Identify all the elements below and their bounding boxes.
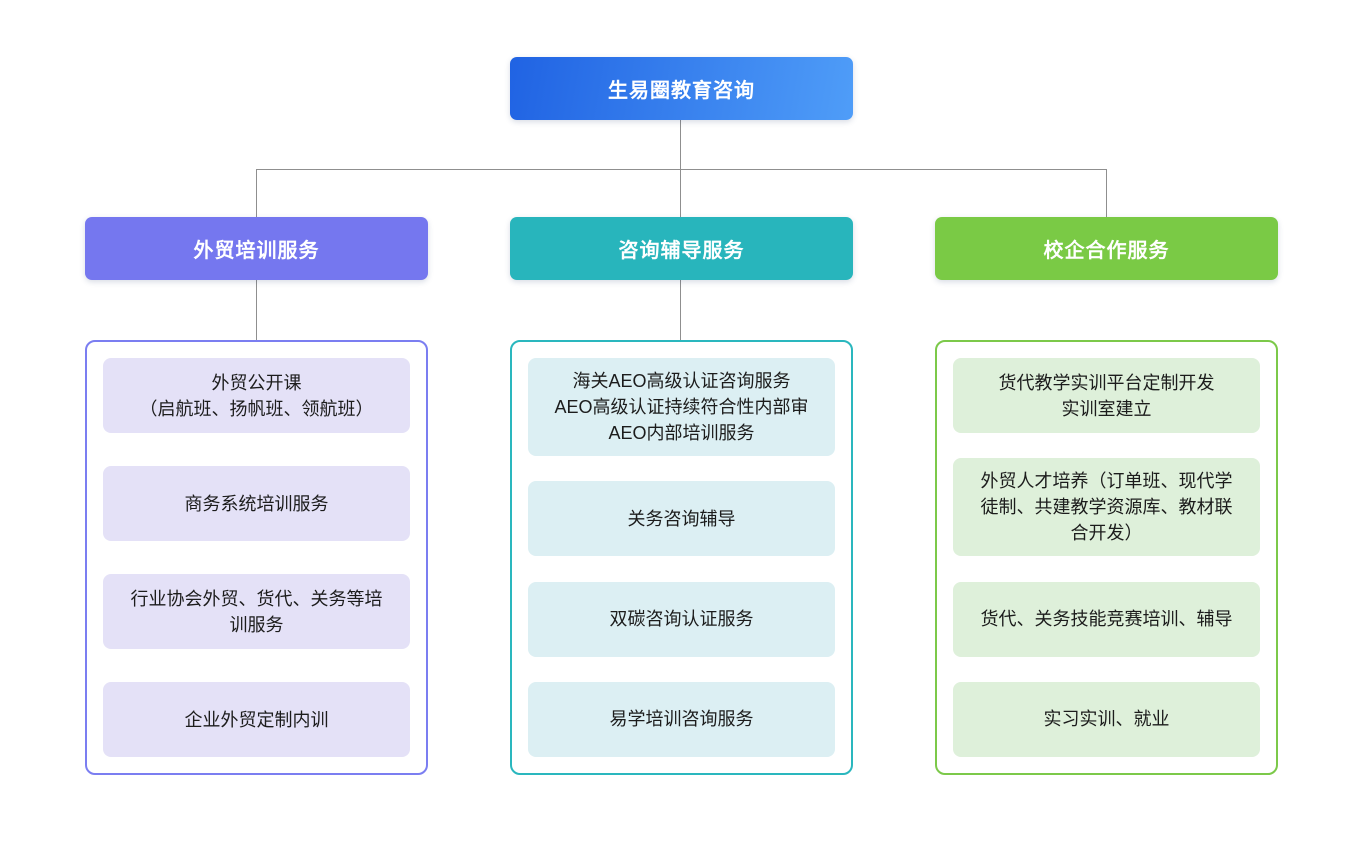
branch-header-consulting: 咨询辅导服务 xyxy=(510,217,853,280)
service-item: 企业外贸定制内训 xyxy=(103,682,410,757)
branch-header-label: 外贸培训服务 xyxy=(193,240,320,262)
connector-branch2-middle-line xyxy=(680,280,681,340)
service-item: 实习实训、就业 xyxy=(953,681,1260,757)
branch-header-label: 咨询辅导服务 xyxy=(618,240,745,262)
branch-header-trade-training: 外贸培训服务 xyxy=(85,217,428,280)
connector-branch2-top-line xyxy=(680,169,681,217)
branch-container-school-enterprise: 货代教学实训平台定制开发 实训室建立 外贸人才培养（订单班、现代学徒制、共建教学… xyxy=(935,340,1278,775)
connector-branch3-top-line xyxy=(1106,169,1107,217)
service-item: 双碳咨询认证服务 xyxy=(528,581,835,657)
service-item: 易学培训咨询服务 xyxy=(528,681,835,757)
connector-root-line xyxy=(680,120,681,169)
root-node: 生易圈教育咨询 xyxy=(510,57,853,120)
branch-header-label: 校企合作服务 xyxy=(1043,240,1170,262)
branch-header-school-enterprise: 校企合作服务 xyxy=(935,217,1278,280)
service-item: 关务咨询辅导 xyxy=(528,481,835,557)
service-item: 外贸人才培养（订单班、现代学徒制、共建教学资源库、教材联合开发） xyxy=(953,458,1260,557)
connector-horizontal-line xyxy=(256,169,1107,170)
service-item: 商务系统培训服务 xyxy=(103,466,410,541)
branch-container-trade-training: 外贸公开课 （启航班、扬帆班、领航班） 商务系统培训服务 行业协会外贸、货代、关… xyxy=(85,340,428,775)
service-item: 行业协会外贸、货代、关务等培训服务 xyxy=(103,574,410,649)
root-node-label: 生易圈教育咨询 xyxy=(608,80,755,102)
connector-branch1-middle-line xyxy=(256,280,257,340)
service-item: 货代、关务技能竞赛培训、辅导 xyxy=(953,581,1260,657)
service-item: 货代教学实训平台定制开发 实训室建立 xyxy=(953,358,1260,433)
connector-branch1-top-line xyxy=(256,169,257,217)
branch-container-consulting: 海关AEO高级认证咨询服务 AEO高级认证持续符合性内部审 AEO内部培训服务 … xyxy=(510,340,853,775)
service-item: 外贸公开课 （启航班、扬帆班、领航班） xyxy=(103,358,410,433)
service-item: 海关AEO高级认证咨询服务 AEO高级认证持续符合性内部审 AEO内部培训服务 xyxy=(528,358,835,456)
